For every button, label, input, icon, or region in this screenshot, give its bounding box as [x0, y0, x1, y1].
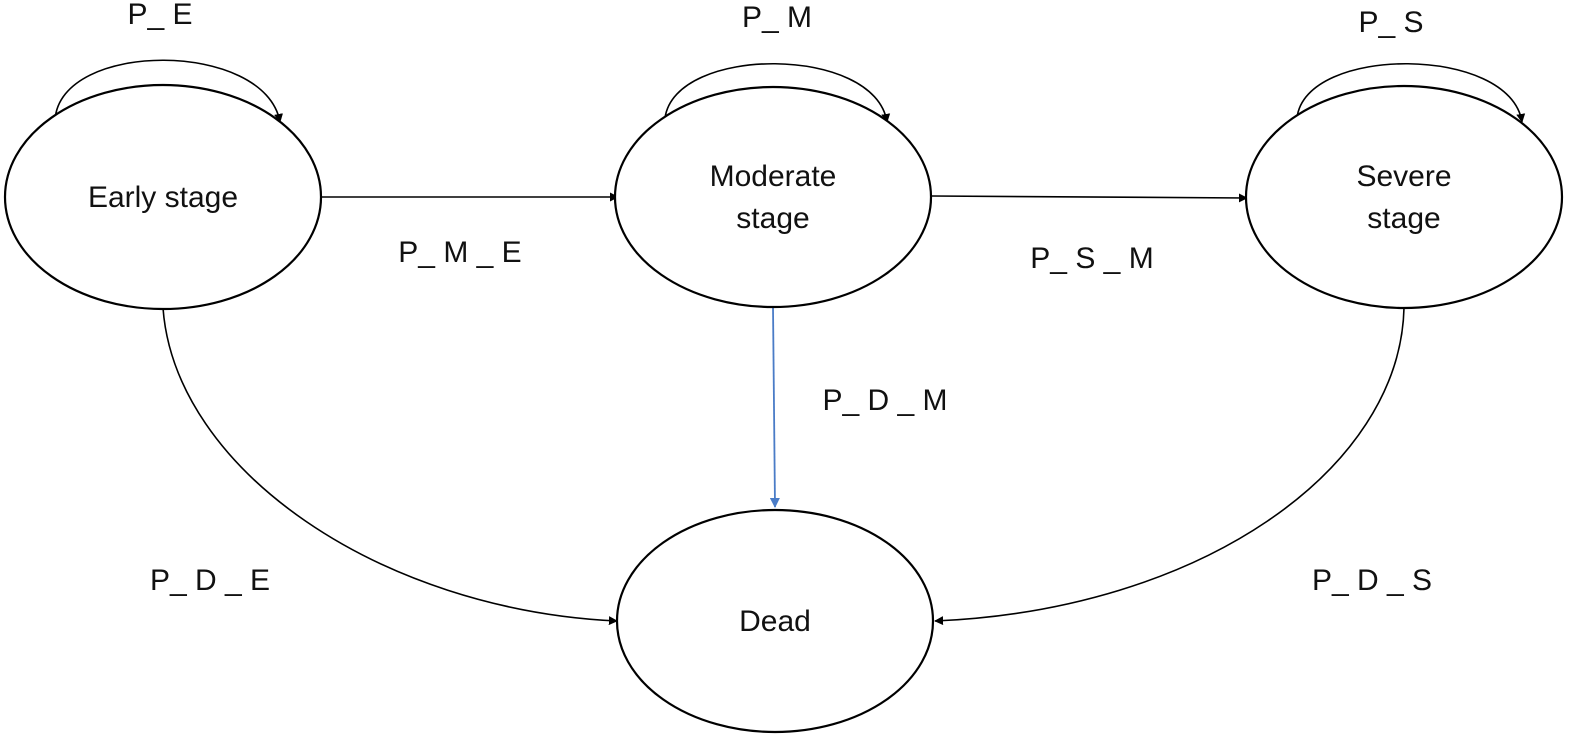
label-p-s-m: P_ S _ M — [1030, 242, 1153, 275]
state-moderate: Moderate stage — [613, 85, 933, 309]
label-p-m: P_ M — [742, 1, 812, 34]
label-p-d-s: P_ D _ S — [1312, 564, 1432, 597]
arrow-early-to-dead — [162, 307, 618, 626]
label-p-e: P_ E — [127, 0, 192, 31]
state-early-label: Early stage — [88, 181, 238, 214]
state-moderate-label-line1: Moderate — [710, 160, 837, 193]
arrow-severe-to-dead — [934, 307, 1405, 626]
label-p-d-e: P_ D _ E — [150, 564, 270, 597]
self-loop-arrow-early — [54, 59, 283, 123]
state-severe: Severe stage — [1244, 84, 1564, 310]
arrow-moderate-to-severe — [931, 193, 1248, 203]
label-p-m-e: P_ M _ E — [398, 236, 521, 269]
state-moderate-label-line2: stage — [736, 202, 809, 235]
state-severe-label-line1: Severe — [1356, 160, 1451, 193]
arrow-moderate-to-dead — [769, 306, 780, 508]
label-p-s: P_ S — [1358, 6, 1423, 39]
state-dead: Dead — [615, 508, 935, 734]
state-severe-label-line2: stage — [1367, 202, 1440, 235]
self-loop-arrow-moderate — [664, 63, 891, 123]
state-early: Early stage — [3, 83, 323, 311]
state-dead-label: Dead — [739, 605, 811, 638]
label-p-d-m: P_ D _ M — [822, 384, 947, 417]
self-loop-arrow-severe — [1296, 63, 1526, 123]
